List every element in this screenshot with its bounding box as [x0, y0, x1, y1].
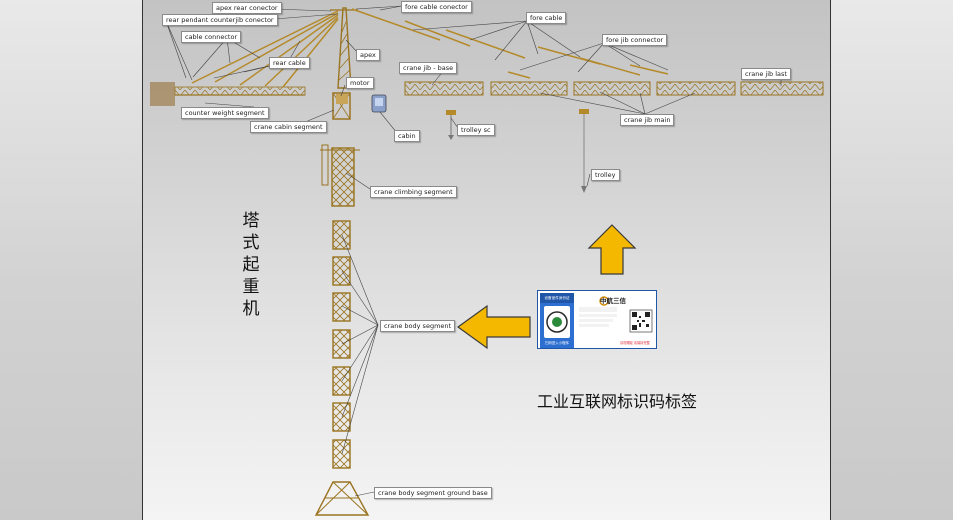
- rear-cables: [191, 10, 339, 88]
- crane-ground-base: [314, 481, 370, 516]
- label-crane-body-segment: crane body segment: [380, 320, 456, 332]
- crane-cabin-segment: [332, 92, 351, 120]
- label-counter-weight-segment: counter weight segment: [181, 107, 269, 119]
- qr-card-logo: 中航三信: [600, 297, 626, 305]
- label-rear-cable: rear cable: [269, 57, 310, 69]
- crane-body-segments: [332, 220, 351, 469]
- label-cabin: cabin: [394, 130, 420, 142]
- arrow-left: [456, 304, 531, 350]
- label-motor: motor: [346, 77, 374, 89]
- label-fore-cable-conector: fore cable conector: [401, 1, 472, 13]
- caption: 工业互联网标识码标签: [537, 392, 698, 411]
- label-trolley-sc: trolley sc: [457, 124, 495, 136]
- cabin: [371, 94, 387, 113]
- label-crane-jib-main: crane jib main: [620, 114, 675, 126]
- label-crane-jib-last: crane jib last: [741, 68, 791, 80]
- qr-card-graphics: [544, 296, 653, 338]
- trolley: [579, 109, 589, 193]
- qr-identity-card: 设备室件身份证 中航三信 扫码进入小程序 请勿撕毁 请保持完整: [537, 290, 657, 349]
- trolley-sc: [446, 110, 456, 140]
- label-apex-rear-conector: apex rear conector: [212, 2, 282, 14]
- left-background: [0, 0, 142, 520]
- label-fore-cable: fore cable: [526, 12, 567, 24]
- label-rear-pendant-counterjib-conector: rear pendant counterjib conector: [162, 14, 278, 26]
- label-crane-cabin-segment: crane cabin segment: [250, 121, 327, 133]
- label-crane-body-segment-ground-base: crane body segment ground base: [374, 487, 492, 499]
- right-background: [831, 0, 953, 520]
- label-cable-connector: cable connector: [181, 31, 242, 43]
- qr-card-note: 请勿撕毁 请保持完整: [620, 341, 650, 345]
- vertical-title: 塔式起重机: [242, 211, 260, 319]
- crane-climbing-segment: [320, 144, 360, 207]
- crane-jib-segments: [404, 81, 824, 96]
- label-trolley: trolley: [591, 169, 620, 181]
- counter-jib: [150, 82, 306, 106]
- qr-card-header: 设备室件身份证: [540, 293, 574, 303]
- label-apex: apex: [356, 49, 380, 61]
- fore-cables: [351, 8, 669, 79]
- label-fore-jib-connector: fore jib connector: [602, 34, 668, 46]
- qr-card-footer: 扫码进入小程序: [545, 341, 569, 345]
- label-crane-jib-base: crane jib - base: [399, 62, 458, 74]
- arrow-up: [587, 224, 637, 275]
- label-crane-climbing-segment: crane climbing segment: [370, 186, 457, 198]
